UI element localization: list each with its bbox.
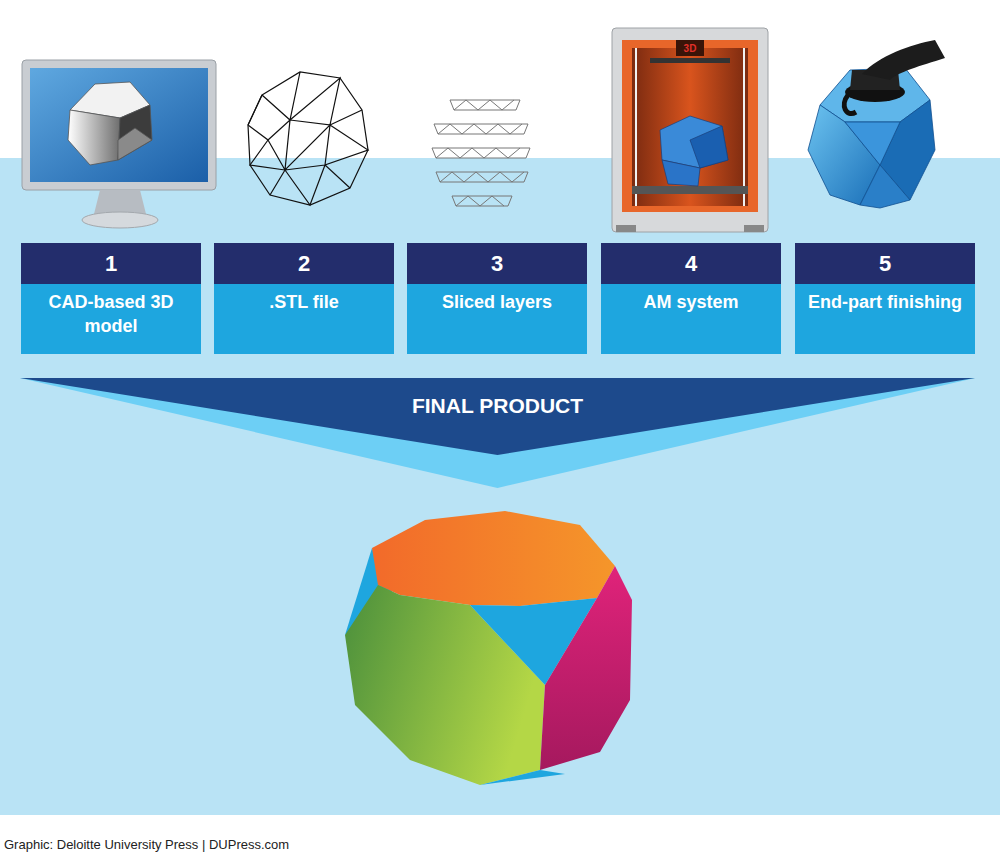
- process-step: 4AM system: [601, 243, 781, 354]
- printer-badge: 3D: [679, 43, 701, 54]
- summary-band: FINAL PRODUCT: [20, 378, 975, 488]
- step-number: 4: [601, 243, 781, 284]
- step-label: Sliced layers: [407, 284, 587, 354]
- step-number: 3: [407, 243, 587, 284]
- step-number: 2: [214, 243, 394, 284]
- step-number: 1: [21, 243, 201, 284]
- step-label: AM system: [601, 284, 781, 354]
- step-label: CAD-based 3D model: [21, 284, 201, 354]
- step-label: End-part finishing: [795, 284, 975, 354]
- step-label: .STL file: [214, 284, 394, 354]
- process-step: 2.STL file: [214, 243, 394, 354]
- process-step: 1CAD-based 3D model: [21, 243, 201, 354]
- process-step: 5End-part finishing: [795, 243, 975, 354]
- step-number: 5: [795, 243, 975, 284]
- source-caption: Graphic: Deloitte University Press | DUP…: [4, 837, 289, 852]
- band-title: FINAL PRODUCT: [20, 394, 975, 418]
- process-step: 3Sliced layers: [407, 243, 587, 354]
